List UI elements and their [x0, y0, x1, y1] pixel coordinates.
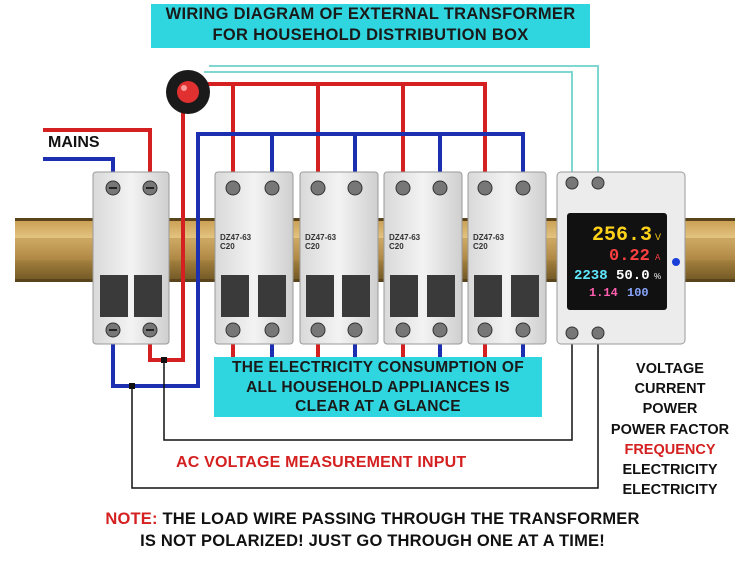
breaker-rating-text: C20 — [305, 242, 320, 251]
meter-current-reading: 0.22 — [609, 247, 650, 266]
breaker-rating-text: C20 — [220, 242, 235, 251]
measurement-item: ELECTRICITY — [622, 462, 718, 479]
breaker-model-text: DZ47-63 — [305, 233, 337, 242]
measurement-item: CURRENT — [634, 381, 706, 398]
sensor-lead-2 — [209, 65, 599, 176]
sensor-lead-1 — [204, 71, 573, 176]
note-line-1: NOTE: THE LOAD WIRE PASSING THROUGH THE … — [40, 508, 705, 530]
branch-breaker-4: DZ47-63 C20 — [467, 171, 547, 345]
note-line-1-text: THE LOAD WIRE PASSING THROUGH THE TRANSF… — [162, 510, 640, 528]
breaker-output-neutral — [111, 343, 200, 388]
current-transformer — [166, 70, 210, 114]
wiring — [43, 65, 599, 489]
consumption-line-2: ALL HOUSEHOLD APPLIANCES IS — [246, 378, 510, 396]
measurement-item: ELECTRICITY — [622, 482, 718, 499]
measurement-item: POWER — [642, 401, 698, 418]
title-line-1: WIRING DIAGRAM OF EXTERNAL TRANSFORMER — [165, 5, 576, 23]
mains-live-wire — [43, 128, 152, 182]
mains-label: MAINS — [48, 134, 100, 151]
title-line-2: FOR HOUSEHOLD DISTRIBUTION BOX — [212, 26, 529, 44]
ac-measure-wire-1 — [131, 344, 599, 489]
meter-pf-reading: 50.0 — [616, 268, 650, 284]
meter-voltage-unit: V — [655, 232, 661, 242]
measurement-item: FREQUENCY — [624, 441, 716, 458]
ac-voltage-label: AC VOLTAGE MEASUREMENT INPUT — [176, 454, 467, 471]
consumption-line-3: CLEAR AT A GLANCE — [295, 398, 461, 415]
note-text: NOTE: THE LOAD WIRE PASSING THROUGH THE … — [40, 508, 705, 552]
breaker-output-live — [148, 343, 185, 362]
breaker-rating-text: C20 — [473, 242, 488, 251]
meter-power-reading: 2238 — [574, 268, 608, 284]
meter-frequency-reading: 100 — [627, 286, 649, 300]
meter-energy-reading: 1.14 — [589, 286, 618, 300]
measurement-item: POWER FACTOR — [610, 421, 730, 438]
branch-breaker-1: DZ47-63 C20 — [214, 171, 294, 345]
ac-measure-wire-2 — [163, 344, 573, 441]
note-prefix: NOTE: — [105, 510, 158, 528]
main-breaker — [92, 171, 170, 345]
meter-voltage-reading: 256.3 — [592, 224, 652, 247]
energy-meter: 256.3 V 0.22 A 2238 50.0 % 1.14 100 — [556, 171, 686, 345]
breaker-rating-text: C20 — [389, 242, 404, 251]
measurement-list: VOLTAGE CURRENT POWER POWER FACTOR FREQU… — [602, 359, 738, 500]
note-line-2: IS NOT POLARIZED! JUST GO THROUGH ONE AT… — [140, 532, 605, 550]
meter-button-icon — [672, 258, 680, 266]
breaker-model-text: DZ47-63 — [389, 233, 421, 242]
consumption-banner: THE ELECTRICITY CONSUMPTION OF ALL HOUSE… — [214, 357, 542, 417]
neutral-bus-wire — [196, 132, 525, 362]
measurement-item: VOLTAGE — [636, 361, 704, 377]
meter-current-unit: A — [655, 253, 661, 262]
breaker-model-text: DZ47-63 — [220, 233, 252, 242]
consumption-line-1: THE ELECTRICITY CONSUMPTION OF — [231, 359, 525, 376]
branch-breaker-3: DZ47-63 C20 — [383, 171, 463, 345]
title-banner: WIRING DIAGRAM OF EXTERNAL TRANSFORMER F… — [151, 4, 590, 48]
meter-pf-unit: % — [654, 272, 661, 281]
breaker-model-text: DZ47-63 — [473, 233, 505, 242]
branch-breaker-2: DZ47-63 C20 — [299, 171, 379, 345]
